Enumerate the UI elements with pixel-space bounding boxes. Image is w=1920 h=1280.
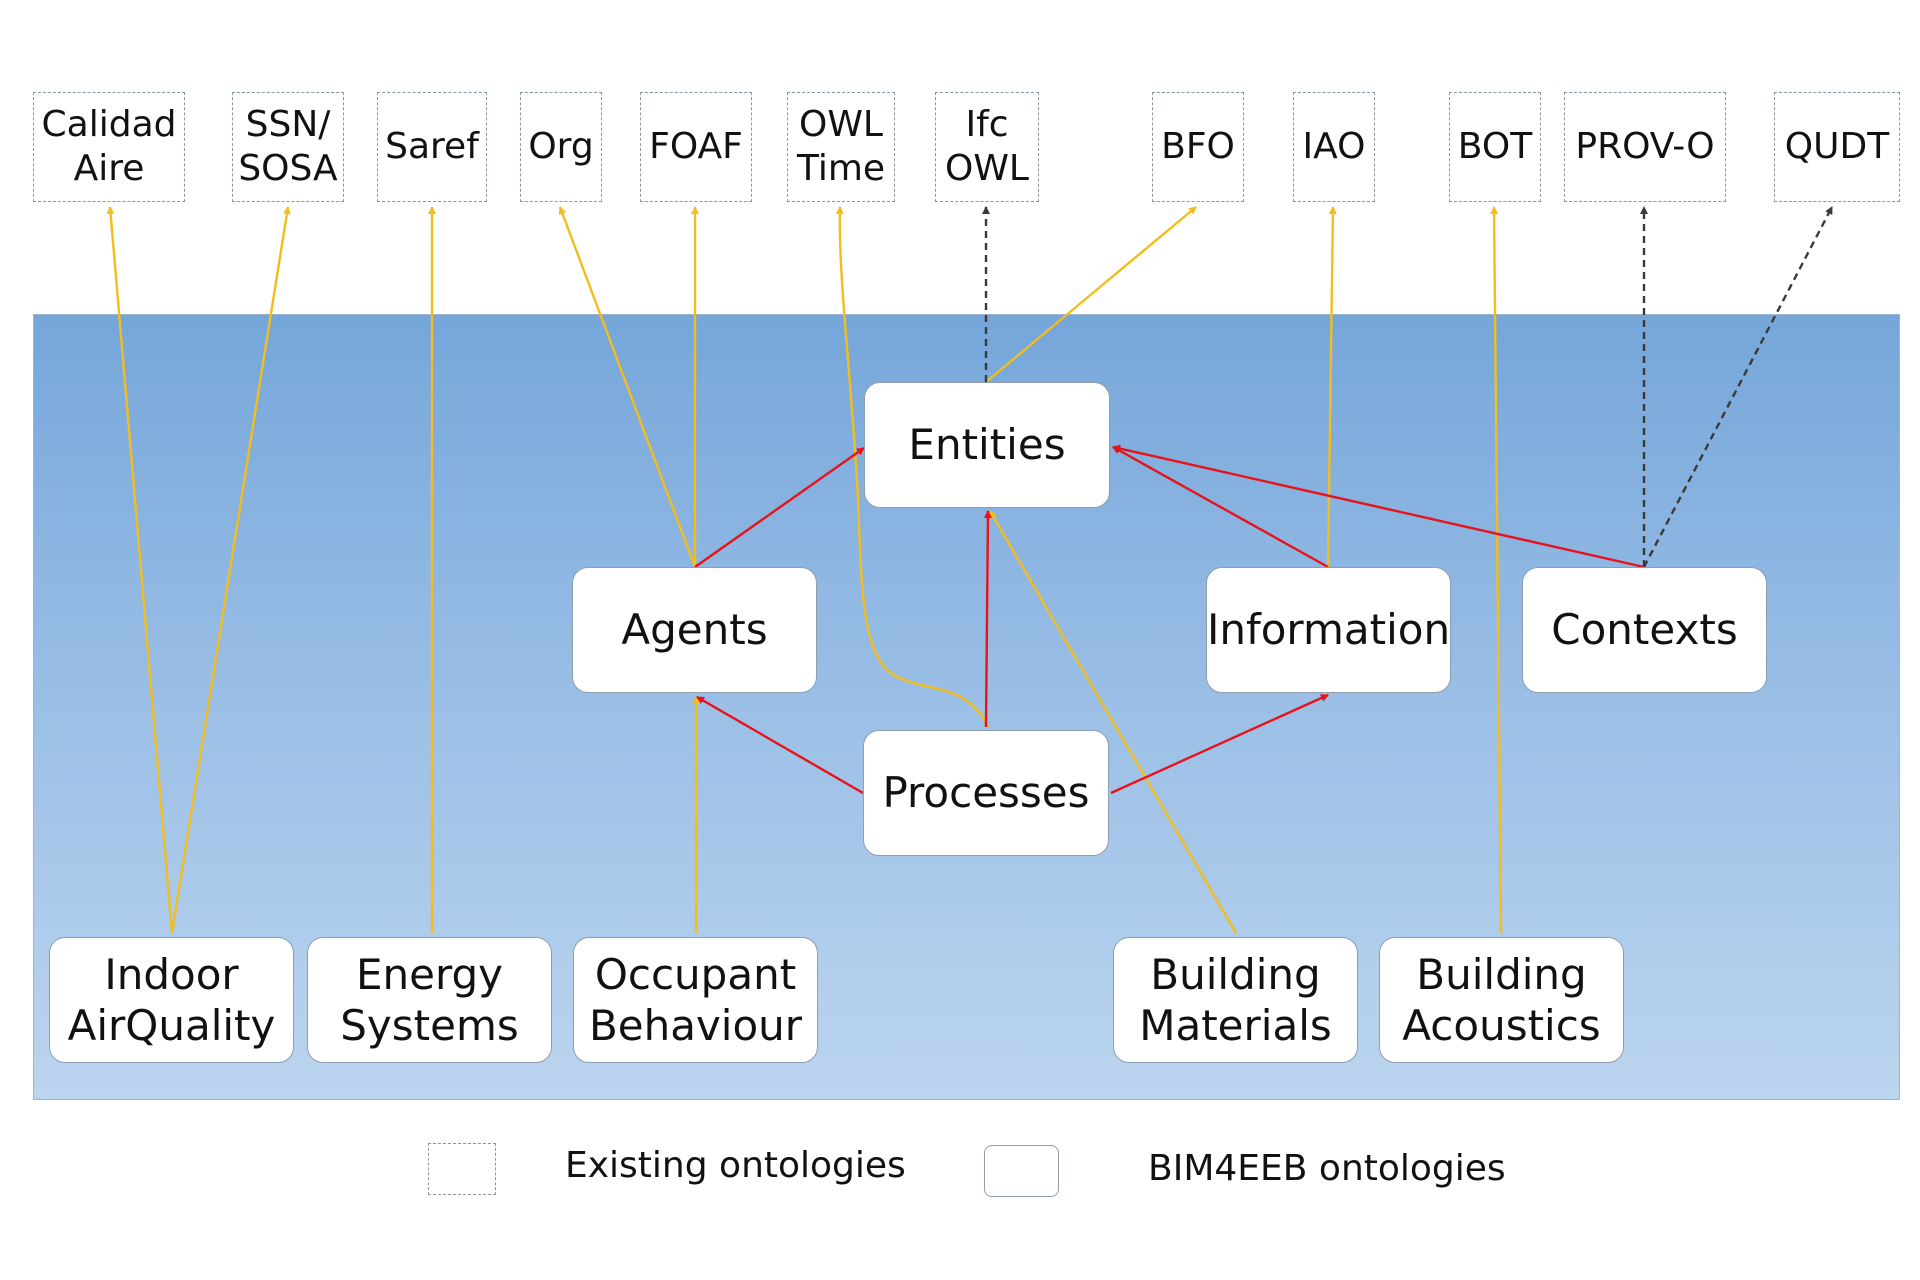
arrow-agents-to-entities bbox=[694, 447, 865, 568]
ontology-calidad-aire: Calidad Aire bbox=[33, 92, 185, 202]
module-indoor-air-quality: Indoor AirQuality bbox=[49, 937, 294, 1063]
ontology-owl-time: OWL Time bbox=[787, 92, 895, 202]
arrow-acoustics-to-bot bbox=[1490, 206, 1503, 934]
ontology-bfo: BFO bbox=[1152, 92, 1244, 202]
arrow-processes-to-entities bbox=[983, 510, 992, 728]
module-information: Information bbox=[1206, 567, 1451, 693]
arrow-iaq-to-calidad bbox=[106, 206, 174, 934]
ontology-prov-o: PROV-O bbox=[1564, 92, 1726, 202]
ontology-ssn-sosa: SSN/ SOSA bbox=[232, 92, 344, 202]
arrow-processes-to-information bbox=[1110, 693, 1329, 795]
module-entities: Entities bbox=[864, 382, 1110, 508]
arrow-processes-to-agents bbox=[696, 695, 864, 795]
ontology-bot: BOT bbox=[1449, 92, 1541, 202]
arrow-agents-to-org bbox=[558, 206, 697, 568]
module-energy-systems: Energy Systems bbox=[307, 937, 552, 1063]
arrow-information-to-iao bbox=[1326, 206, 1337, 568]
arrow-information-to-entities bbox=[1112, 445, 1329, 569]
ontology-saref: Saref bbox=[377, 92, 487, 202]
module-contexts: Contexts bbox=[1522, 567, 1767, 693]
arrow-materials-to-entities bbox=[988, 510, 1238, 934]
arrow-iaq-to-ssn bbox=[170, 206, 291, 934]
module-agents: Agents bbox=[572, 567, 817, 693]
arrow-contexts-to-qudt bbox=[1642, 206, 1834, 568]
arrow-contexts-to-entities bbox=[1112, 444, 1645, 569]
legend-bim4eeb-label: BIM4EEB ontologies bbox=[1148, 1148, 1506, 1189]
legend-existing-swatch bbox=[428, 1143, 496, 1195]
module-occupant-behaviour: Occupant Behaviour bbox=[573, 937, 818, 1063]
module-building-acoustics: Building Acoustics bbox=[1379, 937, 1624, 1063]
arrow-entities-to-bfo bbox=[985, 206, 1197, 383]
ontology-foaf: FOAF bbox=[640, 92, 752, 202]
arrow-processes-to-owltime bbox=[835, 206, 990, 728]
module-building-materials: Building Materials bbox=[1113, 937, 1358, 1063]
legend-existing-label: Existing ontologies bbox=[565, 1145, 906, 1186]
ontology-ifc-owl: Ifc OWL bbox=[935, 92, 1039, 202]
ontology-org: Org bbox=[520, 92, 602, 202]
legend-bim4eeb-swatch bbox=[984, 1145, 1059, 1197]
ontology-qudt: QUDT bbox=[1774, 92, 1900, 202]
ontology-iao: IAO bbox=[1293, 92, 1375, 202]
module-processes: Processes bbox=[863, 730, 1109, 856]
